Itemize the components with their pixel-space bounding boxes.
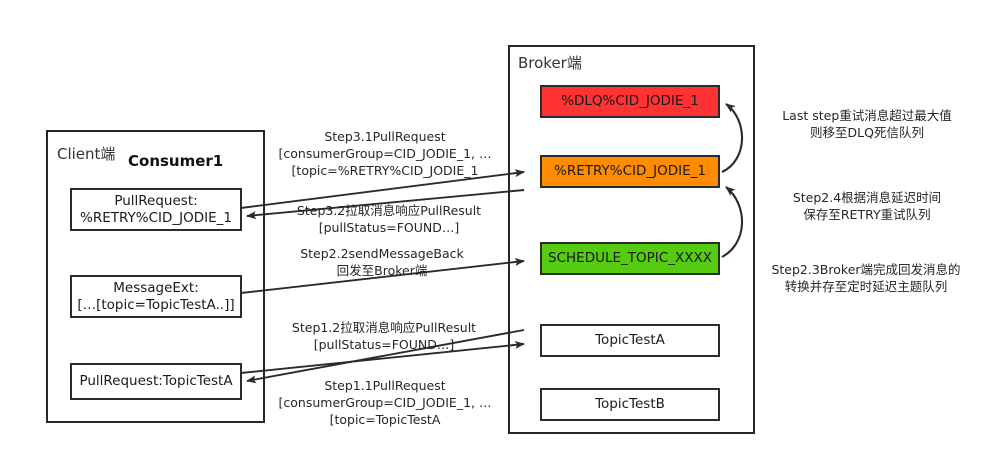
edge-label-line: 则移至DLQ死信队列 [810, 124, 924, 140]
edge-label-step2-4: Step2.4根据消息延迟时间 保存至RETRY重试队列 [758, 190, 976, 224]
edge-label-line: Step3.2拉取消息响应PullResult [296, 203, 482, 218]
edge-label-line: [pullStatus=FOUND…] [318, 219, 460, 235]
edge-label-line: [consumerGroup=CID_JODIE_1, … [278, 145, 492, 161]
client-container [46, 130, 265, 423]
node-line-1: MessageExt: [113, 279, 199, 296]
edge-label-step3-2: Step3.2拉取消息响应PullResult [pullStatus=FOUN… [278, 203, 500, 237]
broker-node-topictesta[interactable]: TopicTestA [540, 324, 720, 357]
edge-label-step2-2: Step2.2sendMessageBack 回发至Broker端 [272, 246, 492, 280]
edge-label-line: Step1.2拉取消息响应PullResult [291, 320, 477, 335]
edge-label-line: Last step重试消息超过最大值 [782, 108, 952, 123]
broker-node-retry[interactable]: %RETRY%CID_JODIE_1 [540, 155, 720, 188]
edge-label-line: Step2.2sendMessageBack [300, 246, 464, 261]
client-node-messageext[interactable]: MessageExt: […[topic=TopicTestA..]] [70, 275, 242, 318]
edge-label-line: [pullStatus=FOUND…] [313, 336, 455, 352]
node-line-1: PullRequest: [114, 192, 198, 209]
node-label: SCHEDULE_TOPIC_XXXX [548, 250, 712, 267]
client-title: Client端 [57, 145, 116, 163]
edge-label-line: Step1.1PullRequest [324, 378, 446, 393]
edge-label-step1-2: Step1.2拉取消息响应PullResult [pullStatus=FOUN… [272, 320, 496, 354]
node-label: TopicTestA [595, 332, 665, 349]
edge-label-step3-1: Step3.1PullRequest [consumerGroup=CID_JO… [270, 129, 500, 180]
broker-node-dlq[interactable]: %DLQ%CID_JODIE_1 [540, 85, 720, 118]
broker-container [508, 45, 755, 434]
edge-label-line: 回发至Broker端 [336, 262, 428, 278]
edge-label-step1-1: Step1.1PullRequest [consumerGroup=CID_JO… [270, 378, 500, 429]
edge-label-line: Step2.3Broker端完成回发消息的 [771, 262, 961, 277]
edge-label-last-step: Last step重试消息超过最大值 则移至DLQ死信队列 [758, 108, 976, 142]
node-line-1: PullRequest:TopicTestA [79, 373, 233, 390]
edge-label-line: Step2.4根据消息延迟时间 [792, 190, 942, 205]
client-node-pullrequest-topictesta[interactable]: PullRequest:TopicTestA [70, 363, 242, 400]
node-label: %RETRY%CID_JODIE_1 [554, 163, 706, 180]
edge-label-step2-3: Step2.3Broker端完成回发消息的 转换并存至定时延迟主题队列 [752, 262, 980, 296]
edge-label-line: [topic=TopicTestA [329, 411, 441, 427]
node-label: %DLQ%CID_JODIE_1 [561, 93, 699, 110]
node-label: TopicTestB [595, 396, 665, 413]
edge-label-line: [consumerGroup=CID_JODIE_1, … [278, 394, 492, 410]
consumer-title: Consumer1 [128, 152, 224, 170]
node-line-2: %RETRY%CID_JODIE_1 [80, 209, 232, 226]
broker-node-topictestb[interactable]: TopicTestB [540, 388, 720, 421]
edge-label-line: 转换并存至定时延迟主题队列 [784, 278, 948, 294]
broker-title: Broker端 [518, 54, 582, 72]
client-node-pullrequest-retry[interactable]: PullRequest: %RETRY%CID_JODIE_1 [70, 188, 242, 231]
edge-label-line: [topic=%RETRY%CID_JODIE_1 [291, 162, 479, 178]
edge-label-line: 保存至RETRY重试队列 [803, 206, 931, 222]
broker-node-schedule[interactable]: SCHEDULE_TOPIC_XXXX [540, 242, 720, 275]
edge-label-line: Step3.1PullRequest [324, 129, 446, 144]
node-line-2: […[topic=TopicTestA..]] [77, 296, 235, 313]
